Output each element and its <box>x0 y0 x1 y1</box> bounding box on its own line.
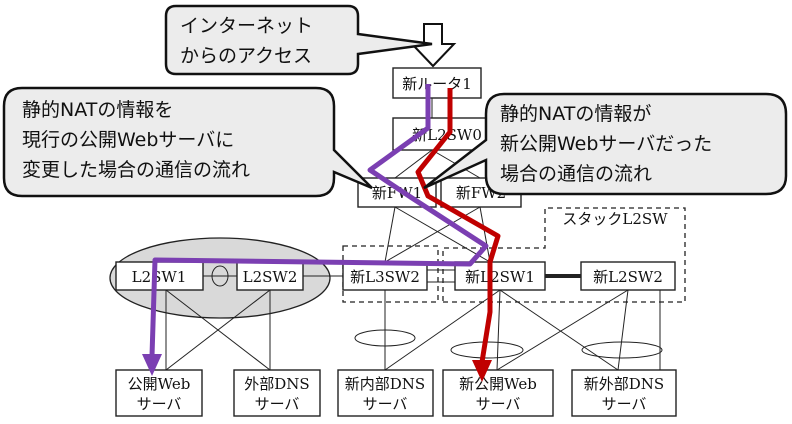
device-l2sw2-old: L2SW2 <box>236 261 304 291</box>
purple-flow-path <box>149 84 489 357</box>
connection-lines <box>165 98 661 371</box>
server-name: 新公開Web <box>459 375 537 393</box>
device-new-l3sw2: 新L3SW2 <box>342 261 428 291</box>
device-label: 新L2SW1 <box>465 268 535 286</box>
server-new-internal-dns: 新内部DNS サーバ <box>337 369 434 417</box>
server-type: サーバ <box>476 395 521 413</box>
server-name: 新内部DNS <box>345 375 425 393</box>
callout-line: 変更した場合の通信の流れ <box>22 159 250 181</box>
device-label: L2SW1 <box>132 268 187 286</box>
callout-current-server: 静的NATの情報を 現行の公開Webサーバに 変更した場合の通信の流れ <box>2 86 373 198</box>
server-new-external-dns: 新外部DNS サーバ <box>571 369 677 417</box>
callout-line: からのアクセス <box>180 45 312 67</box>
server-type: サーバ <box>363 395 408 413</box>
device-router: 新ルータ1 <box>392 67 482 99</box>
device-label: 新ルータ1 <box>402 75 472 93</box>
callout-line: 新公開Webサーバだった <box>500 133 712 155</box>
server-new-public-web: 新公開Web サーバ <box>442 369 554 417</box>
device-new-l2sw2: 新L2SW2 <box>580 261 676 291</box>
server-type: サーバ <box>137 395 182 413</box>
device-label: 新L2SW2 <box>593 268 663 286</box>
red-flow-arrowhead <box>472 360 492 382</box>
server-name: 外部DNS <box>244 375 309 393</box>
callout-internet-access: インターネット からのアクセス <box>164 4 433 76</box>
red-flow-path <box>415 88 501 363</box>
device-new-l2sw1: 新L2SW1 <box>454 261 546 291</box>
device-l2sw1-old: L2SW1 <box>115 261 204 291</box>
callout-new-server: 静的NATの情報が 新公開Webサーバだった 場合の通信の流れ <box>423 92 788 196</box>
callout-line: 現行の公開Webサーバに <box>22 129 234 151</box>
server-external-dns: 外部DNS サーバ <box>233 369 321 417</box>
device-label: 新L3SW2 <box>350 268 420 286</box>
server-type: サーバ <box>255 395 300 413</box>
callout-line: インターネット <box>180 15 313 37</box>
server-type: サーバ <box>602 395 647 413</box>
server-name: 公開Web <box>128 375 191 393</box>
purple-flow-arrowhead <box>142 354 162 376</box>
server-public-web: 公開Web サーバ <box>115 369 203 417</box>
device-label: L2SW2 <box>243 268 298 286</box>
server-name: 新外部DNS <box>584 375 664 393</box>
callout-line: 場合の通信の流れ <box>500 163 652 185</box>
callout-line: 静的NATの情報が <box>500 103 651 125</box>
stack-label: スタックL2SW <box>562 210 668 228</box>
callout-line: 静的NATの情報を <box>22 99 173 121</box>
